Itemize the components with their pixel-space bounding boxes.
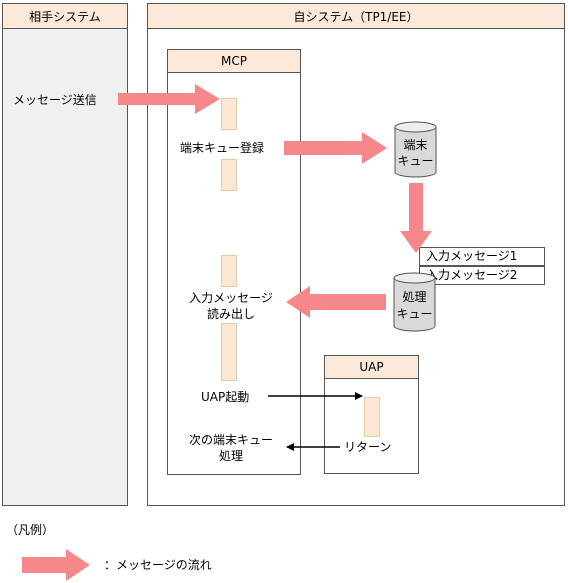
send-label: メッセージ送信 <box>13 93 97 107</box>
step-register: 端末キュー登録 <box>180 141 265 155</box>
uap-slot <box>364 397 380 437</box>
mcp-slot-4 <box>221 323 237 381</box>
self-system-title-text: 自システム（TP1/EE） <box>293 9 419 24</box>
mcp-title-text: MCP <box>221 54 247 68</box>
step-read: 入力メッセージ 読み出し <box>172 290 290 322</box>
legend-message-flow: ：メッセージの流れ <box>104 558 212 572</box>
self-system-title: 自システム（TP1/EE） <box>147 3 565 29</box>
mcp-slot-1 <box>221 98 237 130</box>
partner-system-title-text: 相手システム <box>29 9 101 24</box>
read-message-arrow <box>286 286 386 318</box>
step-next-line1: 次の端末キュー <box>188 433 273 447</box>
mcp-slot-3 <box>221 255 237 287</box>
processing-queue-cylinder: 処理 キュー <box>393 272 436 332</box>
step-uap-start: UAP起動 <box>201 390 250 404</box>
legend-title: （凡例） <box>6 523 55 537</box>
processing-queue-label-1: 処理 <box>402 290 426 304</box>
input-message-2: 入力メッセージ2 <box>419 266 545 285</box>
mcp-title: MCP <box>167 49 301 73</box>
terminal-queue-label-1: 端末 <box>403 138 427 152</box>
partner-system-title: 相手システム <box>2 3 128 29</box>
legend-arrow <box>22 549 90 581</box>
step-read-line2: 読み出し <box>206 307 255 321</box>
uap-title: UAP <box>324 355 419 379</box>
register-arrow <box>284 132 387 164</box>
message-send-arrow <box>118 84 220 114</box>
terminal-queue-cylinder: 端末 キュー <box>394 121 437 178</box>
processing-queue-label-2: キュー <box>396 307 432 321</box>
mcp-slot-2 <box>221 159 237 191</box>
step-next: 次の端末キュー 処理 <box>172 432 290 464</box>
step-read-line1: 入力メッセージ <box>189 291 273 305</box>
terminal-queue-label-2: キュー <box>397 154 433 168</box>
dequeue-arrow <box>400 183 432 253</box>
partner-system-panel <box>2 3 128 506</box>
step-next-line2: 処理 <box>218 449 243 463</box>
input-message-1: 入力メッセージ1 <box>419 247 545 266</box>
uap-title-text: UAP <box>359 360 384 374</box>
uap-return: リターン <box>344 440 392 454</box>
